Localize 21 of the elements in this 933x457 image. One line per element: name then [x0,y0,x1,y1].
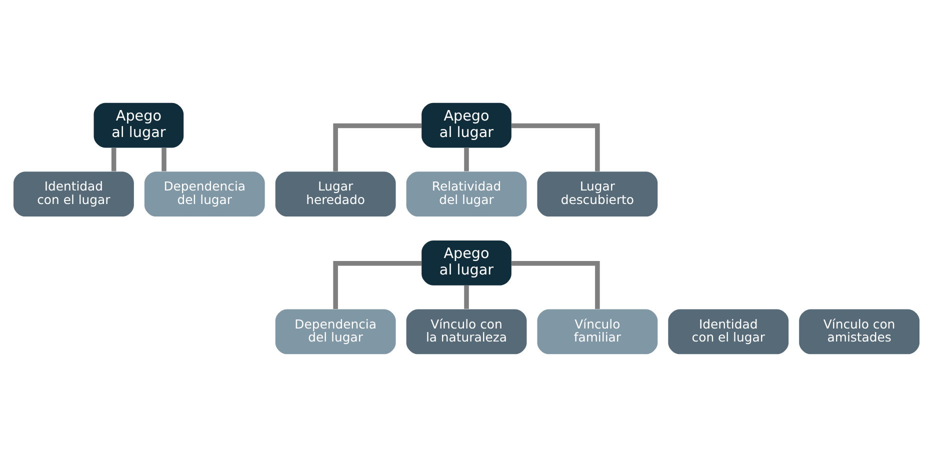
node-box: Lugar descubierto [537,172,658,217]
connector [512,123,600,172]
node-box: Dependencia del lugar [144,172,265,217]
node-box: Vínculo con amistades [799,309,920,354]
connector [333,261,422,309]
node-box: Apego al lugar [422,102,512,148]
connector [464,148,469,172]
connector [464,285,469,309]
node-box: Relatividad del lugar [406,172,527,217]
node-box: Apego al lugar [422,240,512,286]
connector [162,148,166,172]
node-box: Lugar heredado [275,172,396,217]
node-box: Vínculo con la naturaleza [406,309,527,354]
node-box: Identidad con el lugar [14,172,134,217]
connector [111,148,116,172]
node-box: Identidad con el lugar [668,309,789,354]
connector [512,261,600,309]
node-box: Dependencia del lugar [275,309,396,354]
node-box: Apego al lugar [94,102,184,148]
node-box: Vínculo familiar [537,309,658,354]
connector [333,123,422,172]
